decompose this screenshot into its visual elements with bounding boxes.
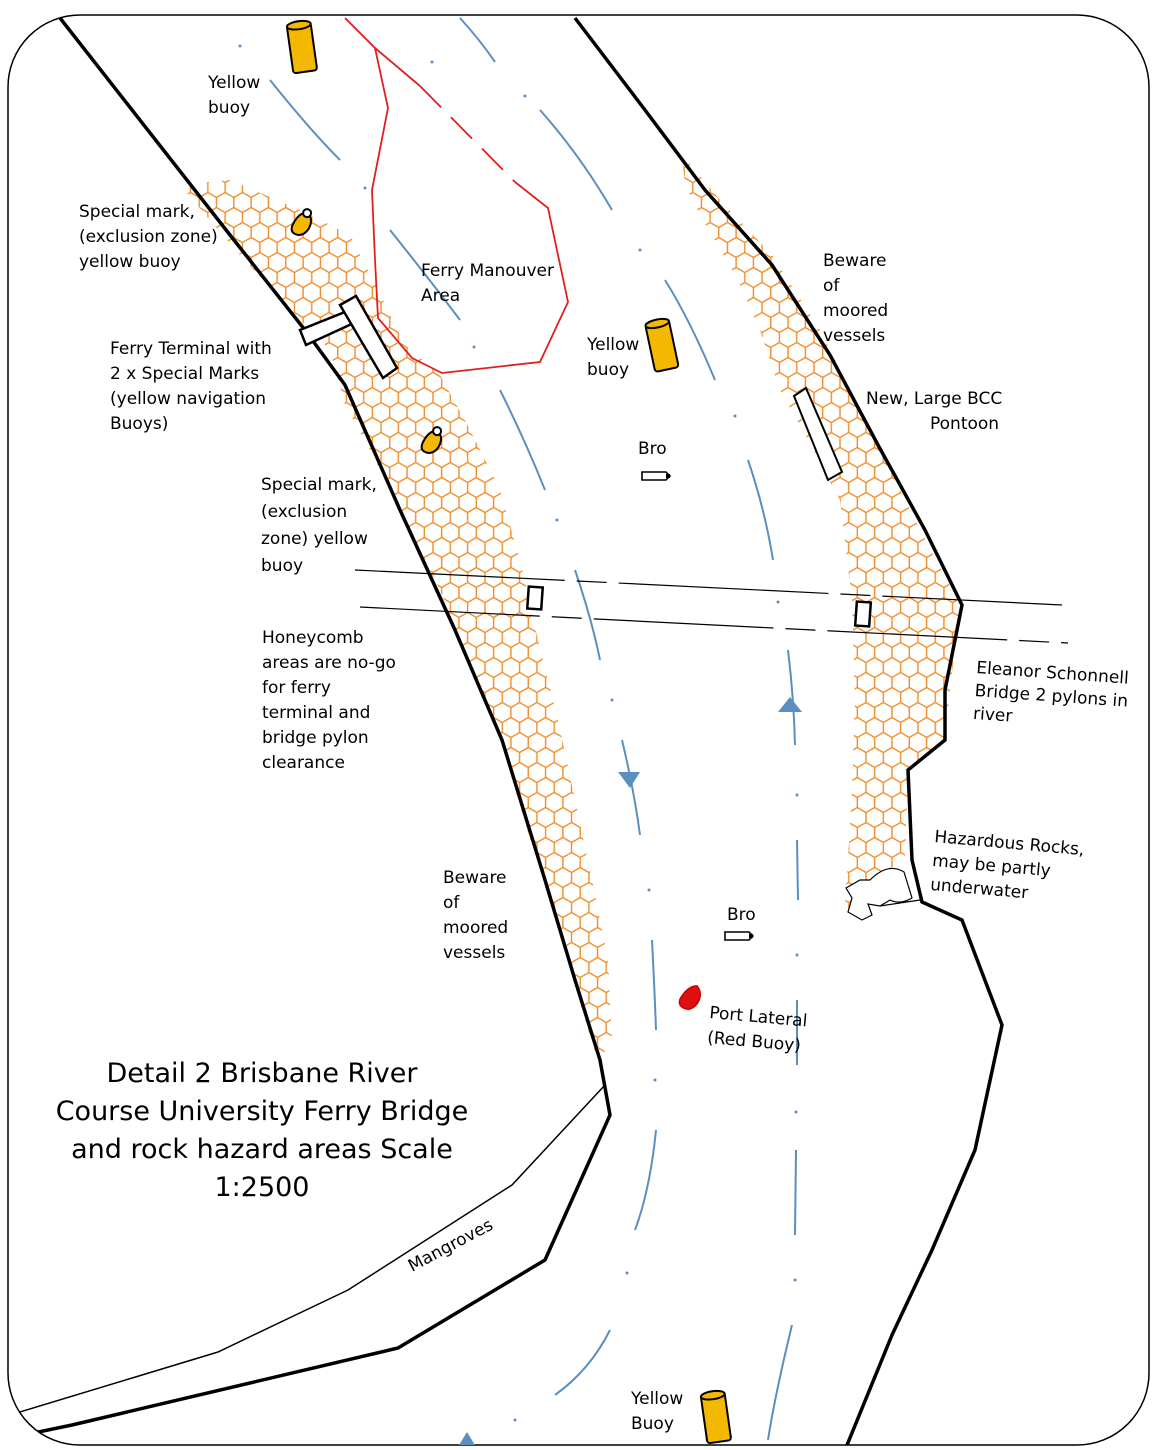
label-yellow-buoy-mid-line-1: Yellow: [586, 335, 639, 355]
label-beware-moored-left-line-3: moored: [443, 918, 508, 938]
arrow-icon: [618, 772, 640, 788]
map-frame: [7, 14, 1150, 1446]
label-beware-moored-right-line-2: of: [823, 276, 840, 296]
label-special-mark-2-line-3: zone) yellow: [261, 529, 368, 549]
hazard-zone-right: [682, 155, 960, 920]
label-special-mark-1-line-2: (exclusion zone): [79, 227, 218, 247]
label-honeycomb-note-line-2: areas are no-go: [262, 653, 396, 673]
yellow-buoy-icon: [699, 1389, 732, 1445]
yellow-buoy-icon: [285, 19, 318, 75]
label-beware-moored-left-line-4: vessels: [443, 943, 505, 963]
bridge-pylon: [853, 600, 873, 628]
label-honeycomb-note-line-1: Honeycomb: [262, 628, 364, 648]
label-honeycomb-note-line-6: clearance: [262, 753, 345, 773]
special-mark-icon: [290, 208, 313, 236]
label-yellow-buoy-top-line-1: Yellow: [207, 73, 260, 93]
ferry-manouver-area: [344, 17, 569, 374]
label-special-mark-2-line-4: buoy: [261, 556, 303, 576]
label-beware-moored-right-line-3: moored: [823, 301, 888, 321]
label-beware-moored-left-line-1: Beware: [443, 868, 507, 888]
label-yellow-buoy-bottom-line-2: Buoy: [631, 1414, 674, 1434]
bridge-lines: [354, 569, 1069, 644]
yellow-buoy-icon: [644, 317, 680, 373]
label-special-mark-2-line-2: (exclusion: [261, 502, 347, 522]
boat-icon: [724, 931, 755, 941]
boat-icon: [641, 471, 672, 481]
label-bcc-pontoon-line-2: Pontoon: [930, 414, 999, 434]
ferry-terminal: [298, 294, 399, 380]
label-ferry-terminal-line-3: (yellow navigation: [110, 389, 266, 409]
label-special-mark-1-line-1: Special mark,: [79, 202, 195, 222]
hazard-zone-left: [180, 180, 612, 1062]
label-honeycomb-note-line-4: terminal and: [262, 703, 370, 723]
label-yellow-buoy-bottom-line-1: Yellow: [630, 1389, 683, 1409]
label-ferry-terminal-line-4: Buoys): [110, 414, 168, 434]
label-special-mark-2-line-1: Special mark,: [261, 475, 377, 495]
label-ferry-manouver-area-line-2: Area: [421, 286, 460, 306]
arrow-icon: [778, 697, 802, 712]
special-mark-icon: [420, 426, 443, 454]
hazard-rocks-outline: [845, 867, 921, 921]
label-honeycomb-note-line-5: bridge pylon: [262, 728, 369, 748]
label-bro-bottom-line-1: Bro: [727, 905, 756, 925]
shoreline-left: [8, 16, 612, 1442]
label-yellow-buoy-top-line-2: buoy: [208, 98, 250, 118]
label-beware-moored-right-line-1: Beware: [823, 251, 887, 271]
shoreline-right: [573, 16, 1004, 1445]
bridge-pylon: [525, 585, 545, 611]
label-eleanor-schonnell-bridge-line-3: river: [972, 704, 1013, 727]
map-title-line-2: Course University Ferry Bridge: [56, 1096, 469, 1127]
label-honeycomb-note-line-3: for ferry: [262, 678, 331, 698]
label-beware-moored-left-line-2: of: [443, 893, 460, 913]
map-title-line-3: and rock hazard areas Scale: [71, 1134, 453, 1165]
mangroves-line: [8, 1084, 606, 1419]
label-ferry-terminal-line-2: 2 x Special Marks: [110, 364, 259, 384]
label-bcc-pontoon-line-1: New, Large BCC: [866, 389, 1002, 409]
bcc-pontoon: [792, 386, 844, 482]
label-special-mark-1-line-3: yellow buoy: [79, 252, 181, 272]
map-title-line-4: 1:2500: [215, 1172, 310, 1203]
label-yellow-buoy-mid-line-2: buoy: [587, 360, 629, 380]
arrow-icon: [456, 1432, 478, 1445]
course-dots: [238, 44, 799, 1422]
red-buoy-icon: [678, 985, 702, 1011]
label-ferry-terminal-line-1: Ferry Terminal with: [110, 339, 272, 359]
map-title-line-1: Detail 2 Brisbane River: [106, 1058, 418, 1089]
label-bro-top-line-1: Bro: [638, 439, 667, 459]
label-beware-moored-right-line-4: vessels: [823, 326, 885, 346]
course-lines: [269, 17, 799, 1441]
label-ferry-manouver-area-line-1: Ferry Manouver: [421, 261, 554, 281]
